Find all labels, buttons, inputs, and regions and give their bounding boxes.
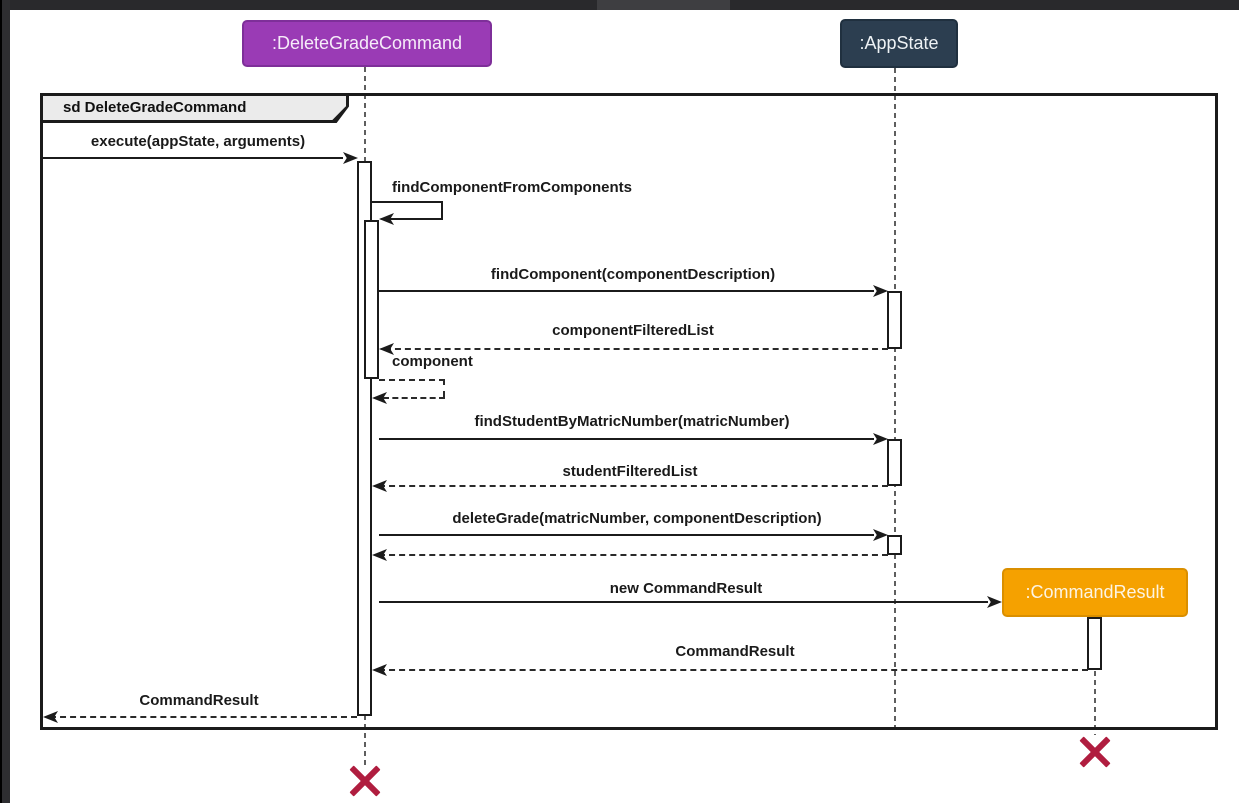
return-line-componentfilteredlist [385, 348, 888, 350]
return-line-studentfilteredlist [379, 485, 888, 487]
selfreturn-down-line [443, 379, 445, 397]
message-line-findcomponent [379, 290, 874, 292]
destroy-x-commandresult [1076, 733, 1114, 771]
participant-commandresult-label: :CommandResult [1025, 582, 1165, 602]
message-label-commandresult-return: CommandResult [675, 643, 795, 660]
message-line-findstudentbymatricnumber [379, 438, 874, 440]
message-label-commandresult-final: CommandResult [139, 692, 259, 709]
return-line-deletegrade [379, 554, 888, 556]
message-label-findcomponentfromcomponents: findComponentFromComponents [392, 179, 632, 196]
frame-title-pentagon: sd DeleteGradeCommand [40, 93, 349, 123]
selfcall-out-line [370, 201, 443, 203]
message-label-findstudentbymatricnumber: findStudentByMatricNumber(matricNumber) [474, 413, 790, 430]
activation-appstate-1 [887, 291, 902, 349]
frame-title-pentagon-fill: sd DeleteGradeCommand [43, 96, 346, 120]
message-line-execute [40, 157, 343, 159]
message-label-execute: execute(appState, arguments) [90, 133, 306, 150]
activation-commandresult [1087, 617, 1102, 670]
participant-deletegradecommand-label: :DeleteGradeCommand [271, 33, 463, 53]
selfcall-back-line [385, 218, 443, 220]
sequence-frame [40, 93, 1218, 730]
selfreturn-out-line [379, 379, 445, 381]
frame-title: sd DeleteGradeCommand [63, 99, 247, 116]
return-line-commandresult-final [50, 716, 357, 718]
message-line-new-commandresult [379, 601, 988, 603]
window-top-bar [0, 0, 1239, 10]
lifeline-appstate [894, 68, 896, 730]
selfreturn-back-line [383, 397, 445, 399]
lifeline-commandresult [1094, 617, 1096, 735]
message-label-component: component [392, 353, 473, 370]
destroy-x-deletegradecommand [346, 762, 384, 800]
message-label-studentfilteredlist: studentFilteredList [562, 463, 698, 480]
message-line-deletegrade [379, 534, 874, 536]
window-side-bar [0, 0, 10, 803]
activation-appstate-2 [887, 439, 902, 486]
participant-appstate: :AppState [840, 19, 958, 68]
activation-deletegradecommand-nested [364, 220, 379, 379]
participant-appstate-label: :AppState [859, 33, 939, 53]
participant-deletegradecommand: :DeleteGradeCommand [242, 20, 492, 67]
return-line-commandresult [379, 669, 1088, 671]
message-label-componentfilteredlist: componentFilteredList [552, 322, 714, 339]
message-label-deletegrade: deleteGrade(matricNumber, componentDescr… [452, 510, 822, 527]
message-label-new-commandresult: new CommandResult [609, 580, 763, 597]
selfcall-down-line [441, 201, 443, 219]
activation-appstate-3 [887, 535, 902, 555]
participant-commandresult: :CommandResult [1002, 568, 1188, 617]
message-label-findcomponent: findComponent(componentDescription) [490, 266, 776, 283]
window-top-bar-tab [597, 0, 730, 10]
